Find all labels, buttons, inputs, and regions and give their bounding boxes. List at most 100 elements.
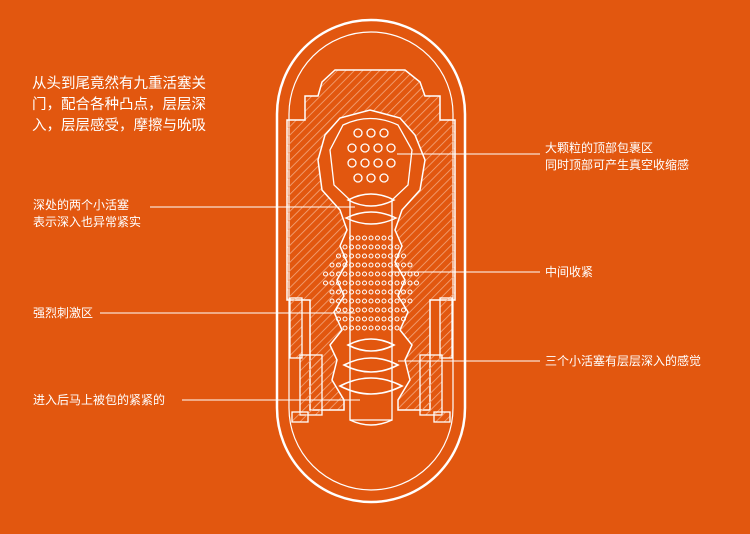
stimulation-dot — [342, 262, 348, 268]
stimulation-dot — [381, 307, 387, 313]
stimulation-dot — [375, 235, 380, 241]
heading-line: 入，层层感受，摩擦与吮吸 — [32, 118, 206, 134]
stimulation-dot — [329, 280, 335, 286]
heading-line: 从头到尾竟然有九重活塞关 — [32, 76, 206, 92]
callout-bottom-left: 进入后马上被包的紧紧的 — [33, 393, 166, 407]
stimulation-dot — [329, 289, 335, 295]
stimulation-dot — [355, 235, 361, 241]
stimulation-dot — [336, 262, 341, 268]
stimulation-dot — [342, 298, 348, 304]
stimulation-dot — [388, 307, 393, 313]
callout-line: 表示深入也异常紧实 — [33, 215, 142, 229]
stimulation-dot — [394, 253, 400, 259]
stimulation-dot — [362, 235, 367, 241]
entry-opening — [349, 419, 393, 426]
stimulation-dot — [375, 244, 380, 250]
stimulation-dot — [368, 271, 374, 277]
stimulation-dot — [368, 280, 374, 286]
stimulation-dot — [388, 235, 393, 241]
stimulation-dot — [342, 325, 348, 331]
stimulation-dot — [355, 253, 361, 259]
stimulation-dot — [362, 298, 367, 304]
stimulation-dot — [381, 289, 387, 295]
stimulation-dot — [362, 289, 367, 295]
inner-sleeve — [286, 69, 456, 411]
stimulation-dot — [381, 325, 387, 331]
stimulation-dot — [349, 280, 354, 286]
stimulation-dot — [381, 316, 387, 322]
stimulation-dot — [394, 262, 400, 268]
stimulation-dot — [368, 262, 374, 268]
stimulation-dot — [388, 271, 393, 277]
stimulation-dot — [401, 307, 406, 313]
stimulation-dot — [342, 253, 348, 259]
stimulation-dot — [394, 289, 400, 295]
stimulation-dot — [375, 325, 380, 331]
stimulation-dot — [355, 325, 361, 331]
stimulation-dot — [349, 298, 354, 304]
stimulation-dot — [407, 298, 413, 304]
stimulation-dot — [349, 262, 354, 268]
heading-text: 从头到尾竟然有九重活塞关 门，配合各种凸点，层层深 入，层层感受，摩擦与吮吸 — [32, 74, 232, 137]
stimulation-dot — [355, 262, 361, 268]
stimulation-dot — [381, 244, 387, 250]
stimulation-dot — [349, 235, 354, 241]
heading-line: 门，配合各种凸点，层层深 — [32, 97, 206, 113]
stimulation-dot — [355, 244, 361, 250]
stimulation-dot — [362, 280, 367, 286]
stimulation-dot — [355, 307, 361, 313]
callout-line: 同时顶部可产生真空收缩感 — [545, 158, 690, 172]
callout-top-right: 大颗粒的顶部包裹区 同时顶部可产生真空收缩感 — [545, 140, 689, 174]
callout-line: 深处的两个小活塞 — [33, 198, 130, 212]
stimulation-dot — [407, 280, 413, 286]
stimulation-dot — [368, 316, 374, 322]
stimulation-dot — [342, 244, 348, 250]
stimulation-dot — [375, 298, 380, 304]
stimulation-dot — [355, 280, 361, 286]
stimulation-dot — [368, 307, 374, 313]
stimulation-dot — [349, 307, 354, 313]
callout-mid-left: 深处的两个小活塞 表示深入也异常紧实 — [33, 197, 141, 231]
stimulation-dot — [362, 244, 367, 250]
stimulation-dot — [336, 289, 341, 295]
stimulation-dot — [388, 325, 393, 331]
deep-pistons — [344, 193, 398, 225]
stimulation-dot — [362, 316, 367, 322]
stimulation-dot — [355, 298, 361, 304]
stimulation-dot — [362, 307, 367, 313]
stimulation-dot — [394, 244, 400, 250]
stimulation-dot — [368, 289, 374, 295]
stimulation-dot — [342, 316, 348, 322]
stimulation-dot — [375, 271, 380, 277]
stimulation-dot — [323, 271, 328, 277]
stimulation-dot — [381, 271, 387, 277]
stimulation-dot — [336, 316, 341, 322]
stimulation-dot — [394, 298, 400, 304]
stimulation-dot — [342, 289, 348, 295]
stimulation-dot — [414, 280, 419, 286]
stimulation-dot — [349, 253, 354, 259]
stimulation-dot — [381, 262, 387, 268]
stimulation-dot — [388, 289, 393, 295]
stimulation-dot — [342, 307, 348, 313]
stimulation-dot — [407, 289, 413, 295]
stimulation-dot — [401, 262, 406, 268]
callout-mid-right: 中间收紧 — [545, 265, 594, 279]
stimulation-dot — [375, 280, 380, 286]
stimulation-dot — [329, 262, 335, 268]
stimulation-dot — [388, 253, 393, 259]
stimulation-dot — [368, 235, 374, 241]
stimulation-dot — [355, 289, 361, 295]
stimulation-dot — [381, 280, 387, 286]
stimulation-dot — [375, 262, 380, 268]
stimulation-dot — [381, 298, 387, 304]
stimulation-dot — [407, 262, 413, 268]
stimulation-dot — [375, 253, 380, 259]
stimulation-dot — [401, 289, 406, 295]
callout-lines — [100, 153, 540, 401]
stimulation-dot — [336, 253, 341, 259]
stimulation-dot — [349, 325, 354, 331]
stimulation-dot — [368, 253, 374, 259]
stimulation-dot — [349, 289, 354, 295]
